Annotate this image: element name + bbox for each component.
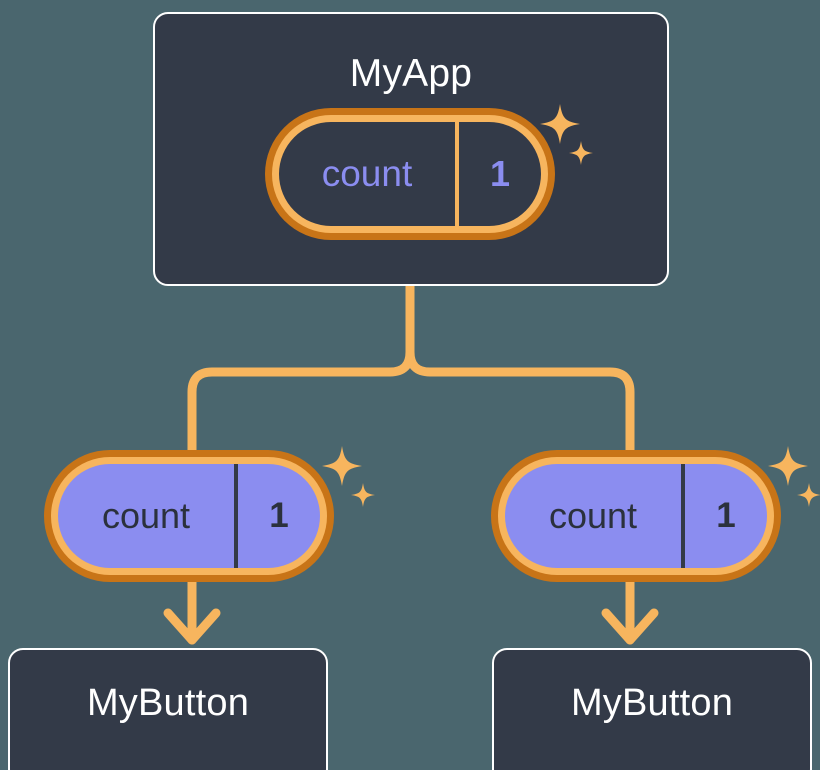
sparkle-star-large xyxy=(768,446,808,486)
right-branch-state-pill[interactable]: count 1 xyxy=(491,450,781,582)
myapp-state-value: 1 xyxy=(455,122,541,226)
myapp-card-title: MyApp xyxy=(349,52,473,95)
mybutton-card-left[interactable]: MyButton xyxy=(8,648,328,770)
mybutton-card-right[interactable]: MyButton xyxy=(492,648,812,770)
left-branch-state-key: count xyxy=(101,495,191,536)
left-branch-state-pill-ring: count 1 xyxy=(51,457,327,575)
sparkle-star-small xyxy=(797,483,820,507)
mybutton-card-left-title: MyButton xyxy=(86,682,250,724)
myapp-state-pill-body: count 1 xyxy=(279,122,541,226)
connector-trunk-split xyxy=(187,281,415,457)
right-branch-state-value: 1 xyxy=(681,464,767,568)
right-branch-state-pill-body: count 1 xyxy=(505,464,767,568)
myapp-state-pill-ring: count 1 xyxy=(272,115,548,233)
myapp-state-pill[interactable]: count 1 xyxy=(265,108,555,240)
arrow-down-icon-left xyxy=(163,608,221,645)
sparkle-star-large xyxy=(322,446,362,486)
mybutton-card-right-title: MyButton xyxy=(570,682,734,724)
connector-branch-right xyxy=(405,347,635,457)
right-branch-state-key: count xyxy=(548,495,638,536)
arrow-down-icon-right xyxy=(601,608,659,645)
sparkle-star-small xyxy=(351,483,375,507)
right-branch-state-pill-ring: count 1 xyxy=(498,457,774,575)
left-branch-state-pill[interactable]: count 1 xyxy=(44,450,334,582)
left-branch-state-pill-body: count 1 xyxy=(58,464,320,568)
myapp-state-key: count xyxy=(321,153,413,194)
left-branch-state-value: 1 xyxy=(234,464,320,568)
